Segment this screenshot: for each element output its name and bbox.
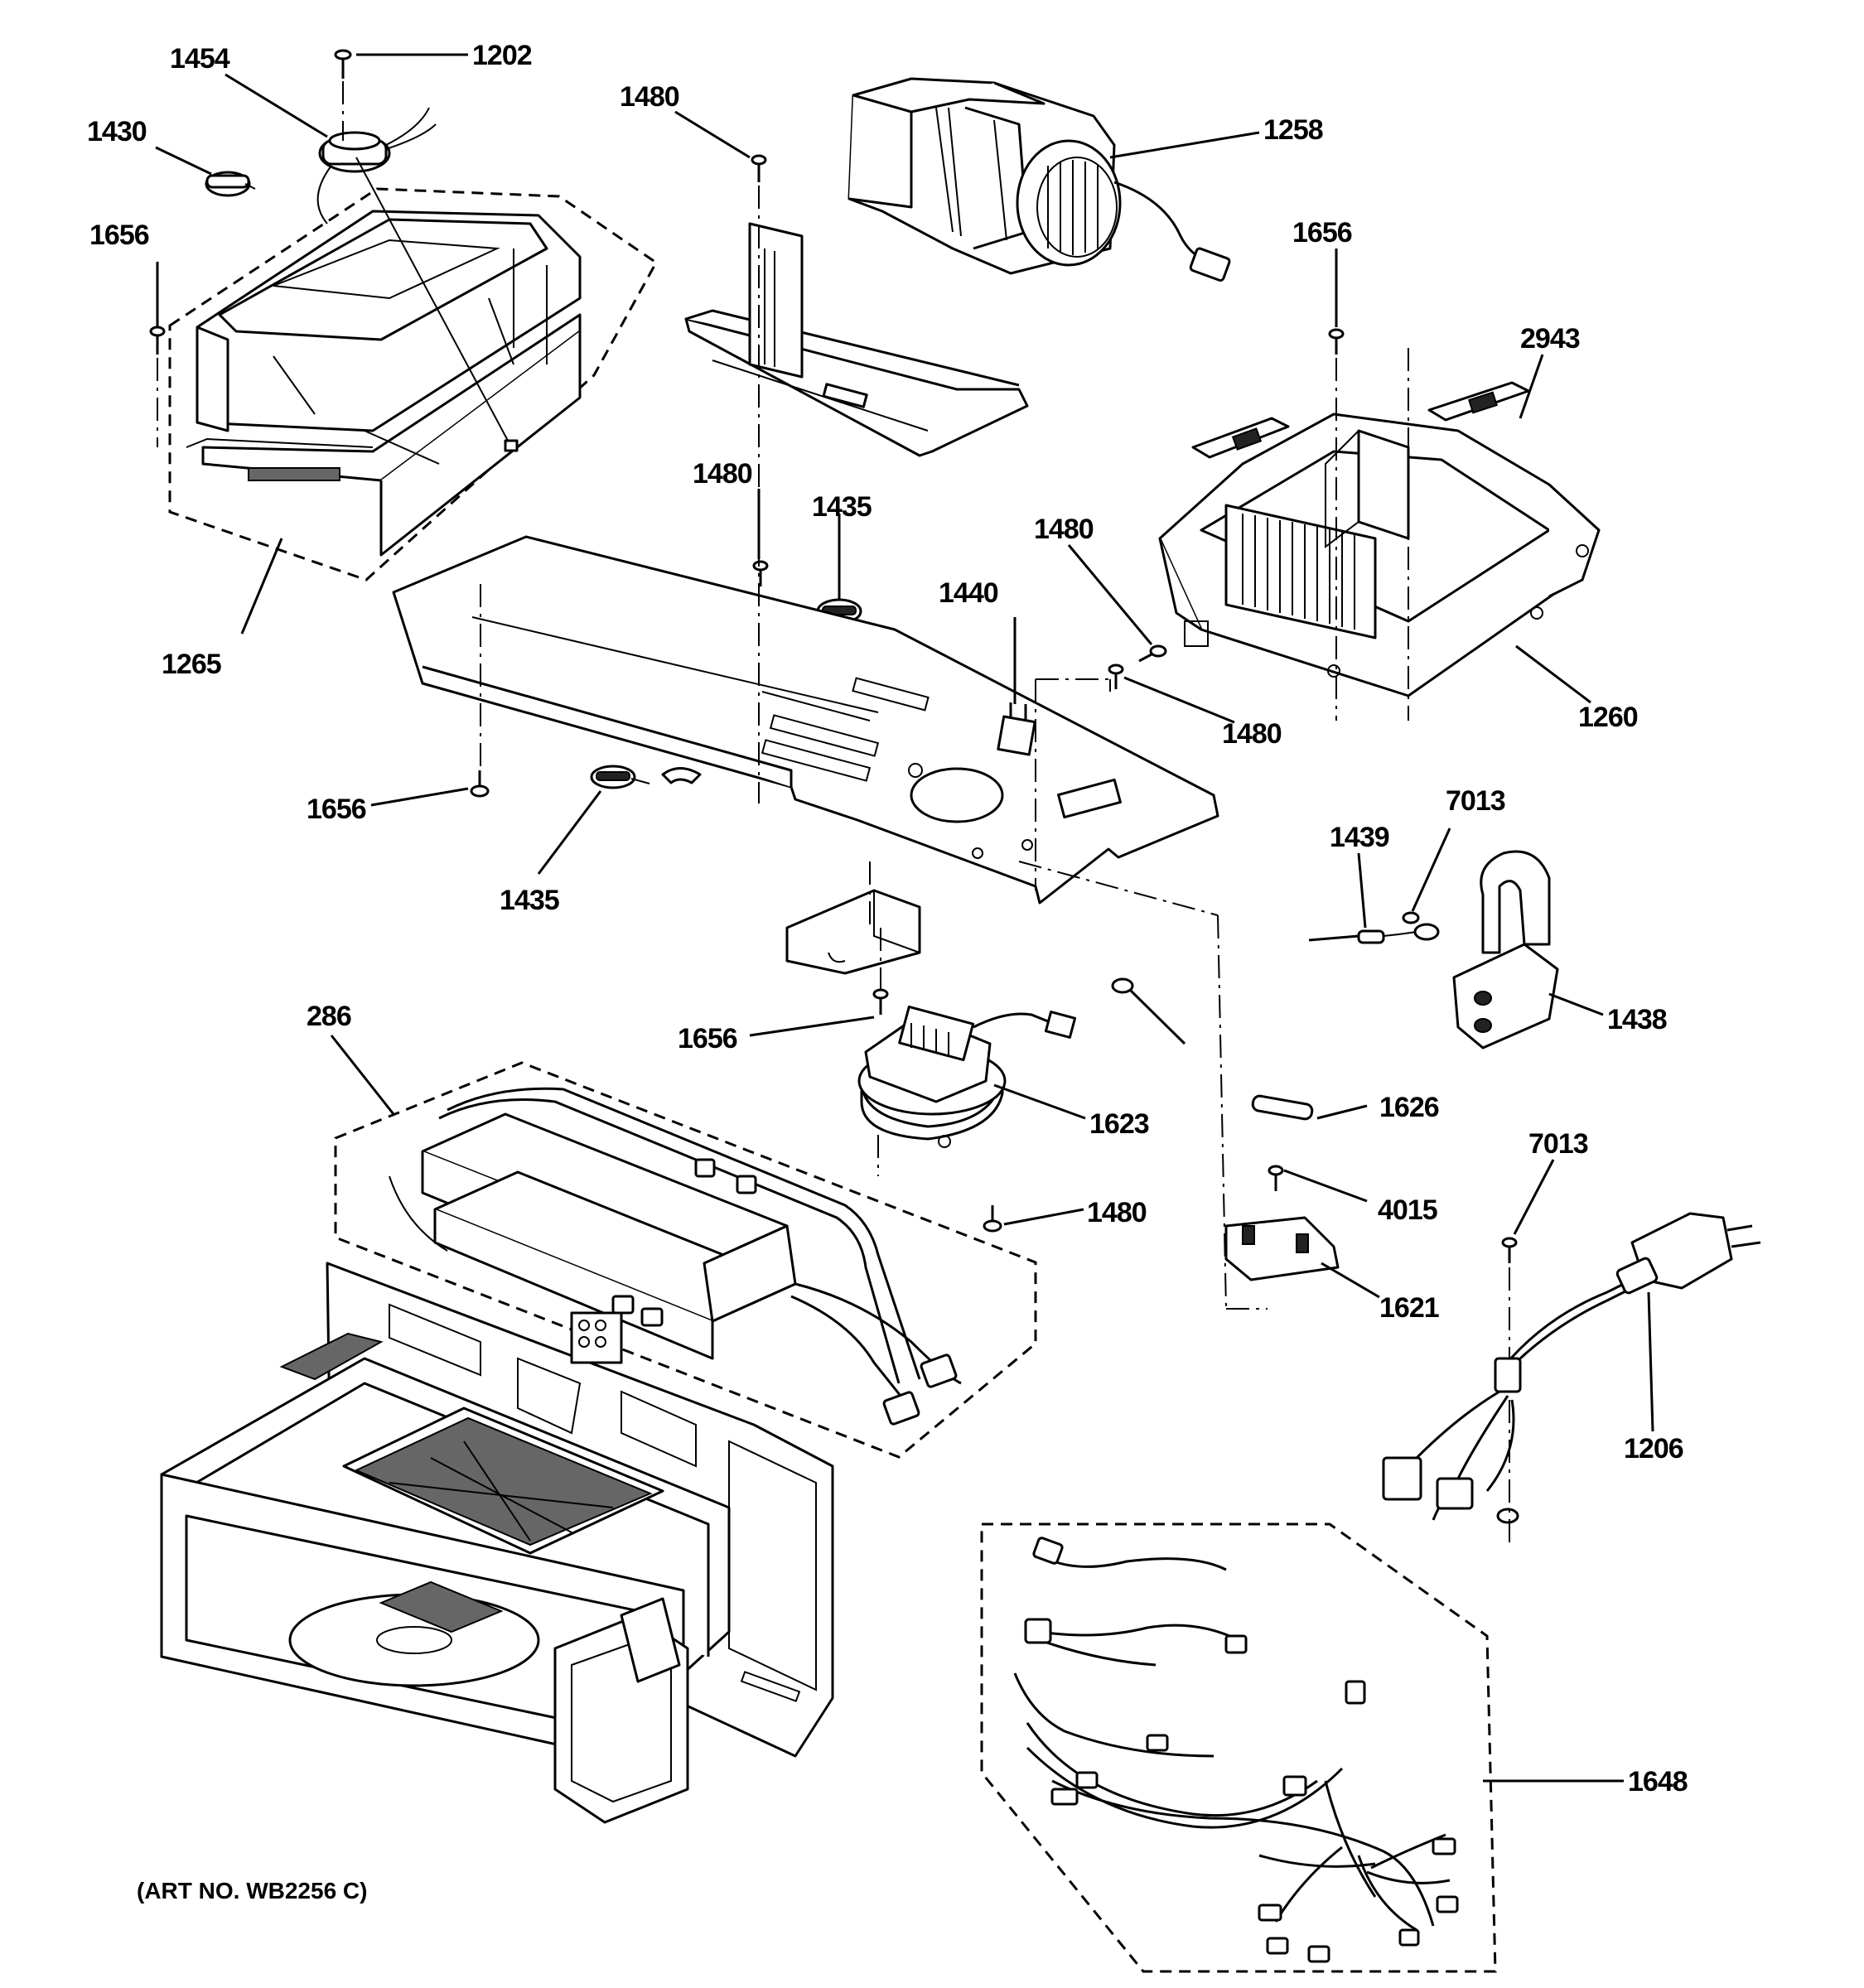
part-1435-thermostat-bottom — [590, 765, 650, 789]
callout-1435-top: 1435 — [812, 491, 872, 523]
callout-1439: 1439 — [1330, 822, 1389, 853]
callout-1206: 1206 — [1624, 1433, 1683, 1464]
callout-286: 286 — [307, 1001, 351, 1032]
callout-1623: 1623 — [1089, 1108, 1149, 1140]
callout-1202: 1202 — [472, 40, 532, 71]
callout-2943: 2943 — [1520, 323, 1580, 355]
leader-lines — [155, 53, 1654, 1783]
callout-1430: 1430 — [87, 116, 147, 147]
callout-1260: 1260 — [1578, 702, 1638, 733]
callout-1621: 1621 — [1379, 1292, 1439, 1324]
part-bracket-plate — [684, 222, 1029, 457]
callout-1480-tab: 1480 — [1222, 718, 1282, 750]
callout-1440: 1440 — [939, 577, 998, 609]
screw-1656-transformer — [872, 988, 889, 1015]
callout-labels: 1454 1202 1430 1656 1265 1480 1258 1656 … — [87, 40, 1688, 1904]
screw-1202 — [334, 49, 352, 79]
part-1258-blower — [847, 77, 1231, 282]
part-1206-power-cord — [1382, 1212, 1761, 1524]
callout-1435-bottom: 1435 — [500, 885, 559, 916]
screw-1480-box — [1138, 644, 1167, 663]
part-2943-clip-right — [1427, 381, 1530, 422]
callout-1265: 1265 — [162, 649, 221, 680]
callout-7013-upper: 7013 — [1446, 785, 1505, 817]
part-1439-wire — [1308, 923, 1440, 944]
callout-1648: 1648 — [1628, 1766, 1688, 1797]
callout-1656-left: 1656 — [89, 220, 149, 251]
screw-1656-right — [1328, 328, 1345, 355]
screw-1480-lower — [983, 1205, 1002, 1233]
part-1454-fan-motor — [316, 107, 437, 224]
callout-1656-right: 1656 — [1292, 217, 1352, 248]
callout-1656-lower: 1656 — [307, 794, 366, 825]
callout-1258: 1258 — [1263, 114, 1323, 146]
screw-1656-lower — [470, 770, 490, 798]
part-1623-transformer — [857, 1005, 1077, 1148]
screw-4015 — [1268, 1165, 1284, 1191]
callout-1480-top: 1480 — [620, 81, 679, 113]
screw-7013-upper — [1402, 911, 1420, 924]
art-number: (ART NO. WB2256 C) — [137, 1878, 367, 1904]
screw-1480-top — [751, 154, 767, 182]
part-ground-wire — [1111, 977, 1186, 1045]
part-1440-relay — [997, 702, 1036, 756]
part-1265-air-duct — [168, 157, 658, 581]
callout-1656-transformer: 1656 — [678, 1023, 737, 1054]
part-286-heater-assembly — [334, 1061, 1037, 1459]
part-small-bracket — [785, 889, 921, 975]
part-base-plate — [392, 535, 1219, 905]
part-1438-cord-clamp — [1452, 850, 1559, 1049]
callout-1480-box: 1480 — [1034, 514, 1094, 545]
callout-1480-mid: 1480 — [693, 458, 752, 490]
screw-1480-tab — [1108, 663, 1124, 689]
callout-1626: 1626 — [1379, 1092, 1439, 1123]
callout-1454: 1454 — [170, 43, 230, 75]
part-1260-mount-box — [1158, 413, 1601, 697]
center-lines — [157, 81, 1510, 1549]
part-1626-fuse — [1251, 1094, 1314, 1121]
screw-1656-left — [149, 326, 166, 355]
part-1621-fuse-holder — [1224, 1216, 1340, 1281]
part-1648-wire-harness — [980, 1522, 1497, 1973]
callout-7013-lower: 7013 — [1528, 1128, 1588, 1160]
screw-1480-mid — [752, 560, 769, 586]
screw-7013-lower — [1501, 1237, 1518, 1263]
callout-1480-lower: 1480 — [1087, 1197, 1147, 1228]
part-1430-thermostat — [205, 171, 256, 197]
part-microwave-cavity — [160, 1262, 834, 1824]
callout-1438: 1438 — [1607, 1004, 1667, 1035]
part-2943-clip-left — [1191, 417, 1290, 459]
callout-4015: 4015 — [1378, 1194, 1437, 1226]
